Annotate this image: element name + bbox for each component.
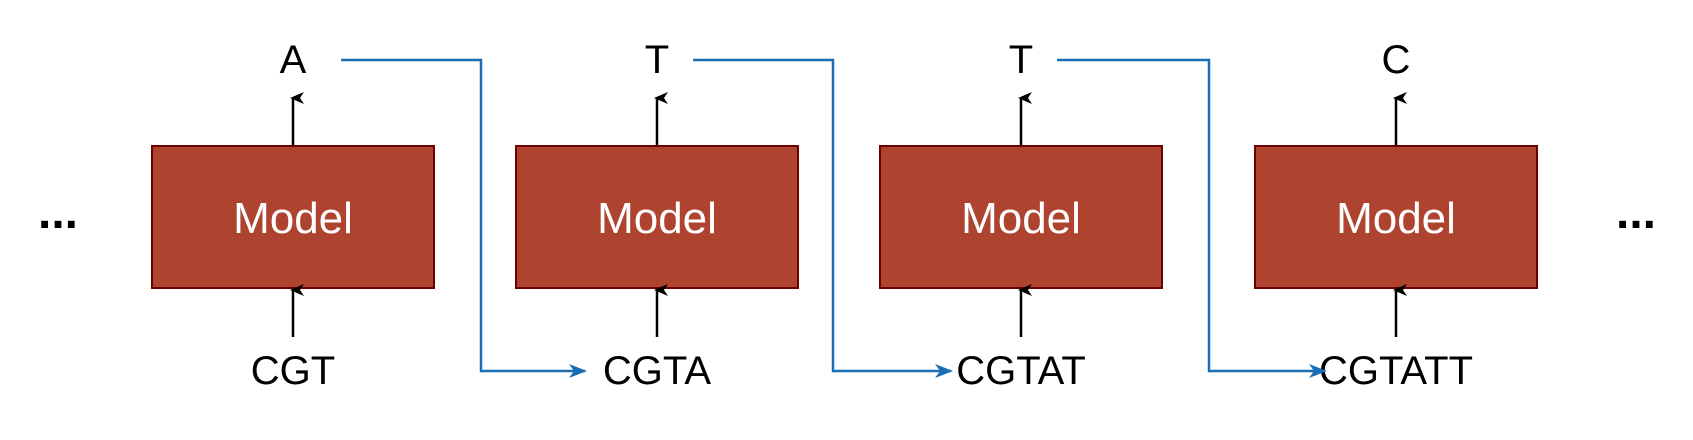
model-label: Model [961, 194, 1081, 243]
ellipsis-left: ... [38, 186, 78, 239]
step-2: Model CGTA T [515, 38, 799, 393]
input-sequence: CGTAT [956, 349, 1086, 393]
input-sequence: CGTATT [1319, 349, 1473, 393]
model-label: Model [233, 194, 353, 243]
step-4: Model CGTATT C [1254, 38, 1538, 393]
model-box [515, 145, 799, 289]
output-token: C [1382, 38, 1411, 82]
ellipsis-right: ... [1616, 186, 1656, 239]
model-box [151, 145, 435, 289]
output-token: T [1009, 38, 1033, 82]
model-label: Model [1336, 194, 1456, 243]
model-box [879, 145, 1163, 289]
step-1: Model CGT A [151, 38, 435, 393]
step-3: Model CGTAT T [879, 38, 1163, 393]
output-token: T [645, 38, 669, 82]
feedback-arrow-2 [693, 58, 953, 378]
feedback-arrow-3 [1057, 58, 1327, 378]
model-box [1254, 145, 1538, 289]
model-label: Model [597, 194, 717, 243]
feedback-arrow-1 [341, 58, 587, 378]
input-sequence: CGT [251, 349, 335, 393]
output-token: A [280, 38, 307, 82]
input-sequence: CGTA [603, 349, 711, 393]
